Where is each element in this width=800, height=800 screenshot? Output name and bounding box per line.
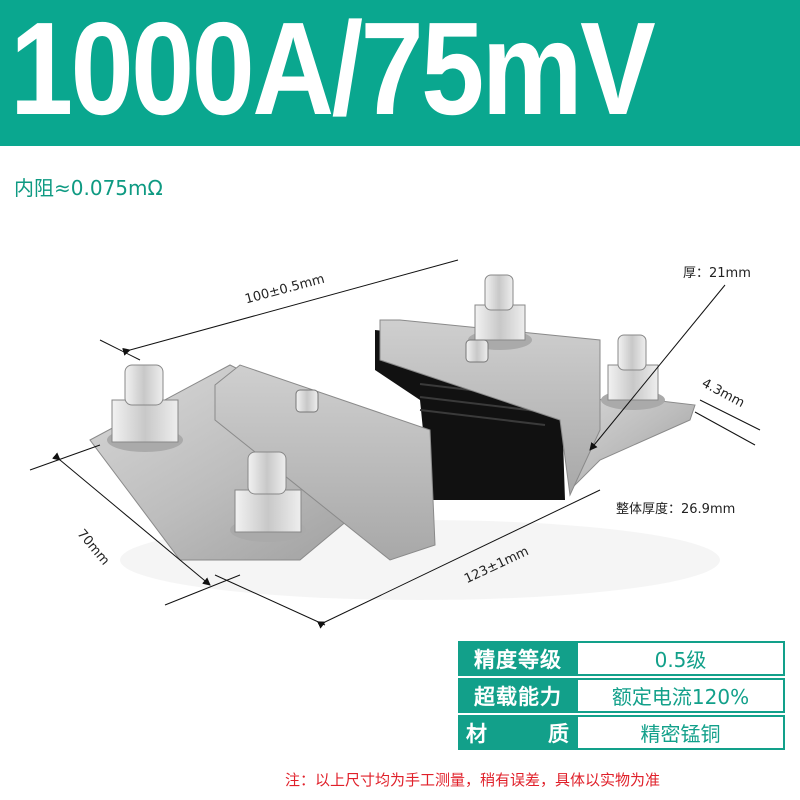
bolt-top-right bbox=[468, 274, 532, 350]
measurement-note: 注：以上尺寸均为手工测量，稍有误差，具体以实物为准 bbox=[285, 771, 661, 789]
small-screw-right bbox=[465, 339, 489, 363]
spec-key-right: 质 bbox=[548, 721, 570, 746]
spec-row-accuracy: 精度等级 0.5级 bbox=[458, 641, 785, 676]
spec-row-overload: 超载能力 额定电流120% bbox=[458, 678, 785, 713]
spec-row-material: 材 质 精密锰铜 bbox=[458, 715, 785, 750]
spec-value: 0.5级 bbox=[578, 641, 785, 676]
spec-key: 超载能力 bbox=[458, 678, 578, 713]
bolt-right bbox=[601, 334, 665, 410]
spec-table: 精度等级 0.5级 超载能力 额定电流120% 材 质 精密锰铜 bbox=[458, 641, 785, 752]
spec-value: 额定电流120% bbox=[578, 678, 785, 713]
spec-key-left: 材 bbox=[466, 721, 488, 746]
bolt-left bbox=[107, 364, 183, 452]
small-screw-left bbox=[295, 389, 319, 413]
product-title: 1000A/75mV bbox=[10, 0, 656, 142]
spec-value: 精密锰铜 bbox=[578, 715, 785, 750]
bolt-front bbox=[230, 451, 306, 542]
dimension-overall-thickness: 整体厚度：26.9mm bbox=[616, 502, 736, 517]
header-banner: 1000A/75mV bbox=[0, 0, 800, 146]
spec-key: 精度等级 bbox=[458, 641, 578, 676]
internal-resistance-label: 内阻≈0.075mΩ bbox=[14, 176, 163, 200]
spec-key: 材 质 bbox=[458, 715, 578, 750]
dimension-thickness: 厚：21mm bbox=[683, 266, 751, 281]
